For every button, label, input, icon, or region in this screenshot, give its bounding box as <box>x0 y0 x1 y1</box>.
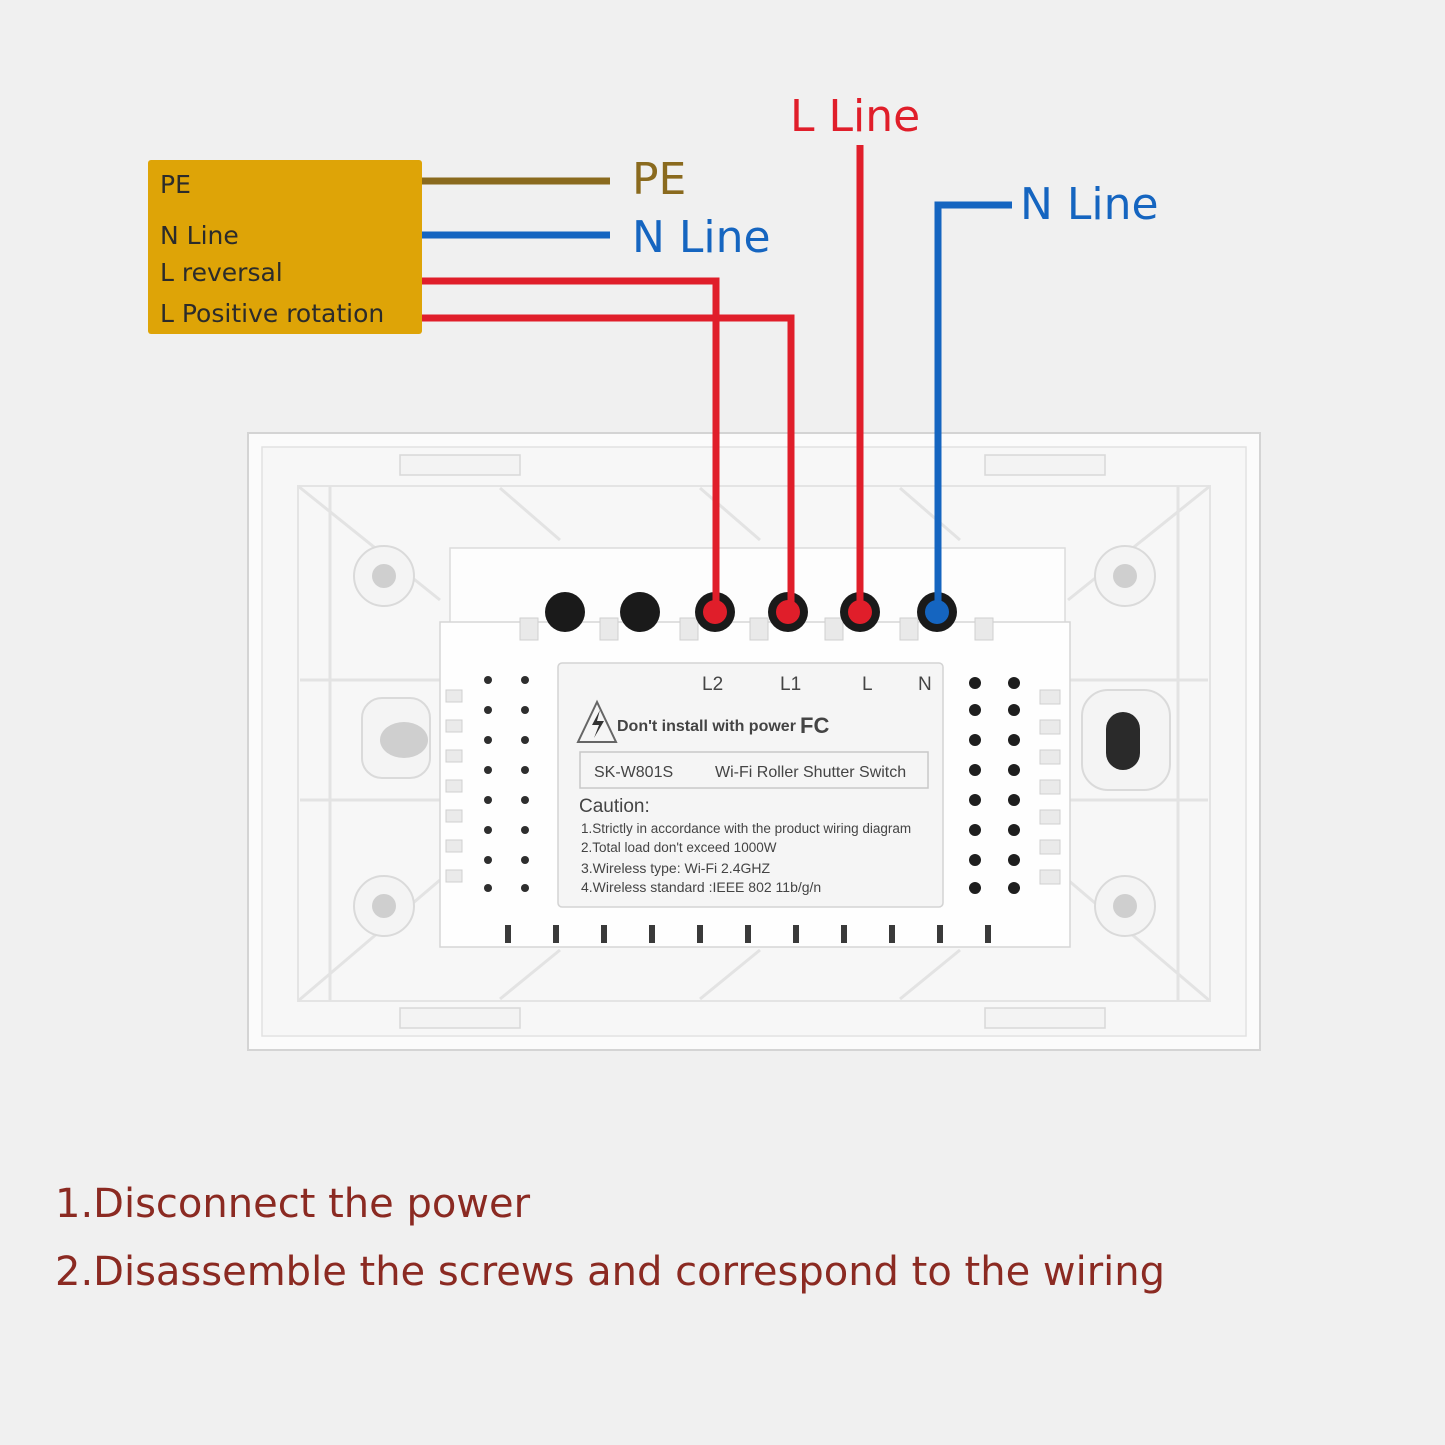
caution-line-4: 4.Wireless standard :IEEE 802 11b/g/n <box>581 879 821 895</box>
terminal-label-n: N <box>918 674 932 695</box>
caution-line-2: 2.Total load don't exceed 1000W <box>581 840 777 855</box>
label-l-line: L Line <box>790 91 920 142</box>
caution-title: Caution: <box>579 796 650 817</box>
instruction-step-1: 1.Disconnect the power <box>55 1181 531 1227</box>
terminal-label-l2: L2 <box>702 674 723 695</box>
wire-l-positive <box>422 314 795 605</box>
label-n-line-left: N Line <box>632 212 771 263</box>
caution-line-1: 1.Strictly in accordance with the produc… <box>581 821 911 836</box>
motor-n-line: N Line <box>160 221 239 250</box>
terminal-unused-2 <box>620 592 660 632</box>
warning-text: Don't install with power <box>617 718 796 735</box>
wire-n-supply <box>934 201 1012 605</box>
wire-l-reversal <box>422 277 720 605</box>
instructions: 1.Disconnect the power 2.Disassemble the… <box>55 1170 1165 1306</box>
wires <box>422 145 1012 605</box>
motor-box: PE N Line L reversal L Positive rotation <box>148 160 422 334</box>
motor-pe: PE <box>160 170 191 199</box>
product-sticker: L2 L1 L N Don't install with power FC SK… <box>557 662 944 908</box>
warning-icon <box>576 699 618 743</box>
vent-holes-left <box>484 676 529 892</box>
terminal-holes <box>545 592 957 632</box>
fcc-logo: FC <box>800 713 829 738</box>
motor-l-reversal: L reversal <box>160 258 283 287</box>
instruction-step-2: 2.Disassemble the screws and correspond … <box>55 1249 1166 1295</box>
model-number: SK-W801S <box>594 764 673 781</box>
label-n-line-right: N Line <box>1020 179 1159 230</box>
wire-ends <box>703 600 949 624</box>
mounting-holes <box>353 545 1171 937</box>
vent-holes-right <box>969 677 1020 894</box>
label-pe: PE <box>632 154 686 205</box>
motor-l-positive: L Positive rotation <box>160 299 384 328</box>
product-name: Wi-Fi Roller Shutter Switch <box>715 764 906 781</box>
terminal-unused-1 <box>545 592 585 632</box>
terminal-label-l1: L1 <box>780 674 801 695</box>
caution-line-3: 3.Wireless type: Wi-Fi 2.4GHZ <box>581 860 770 876</box>
terminal-label-l: L <box>862 674 873 695</box>
